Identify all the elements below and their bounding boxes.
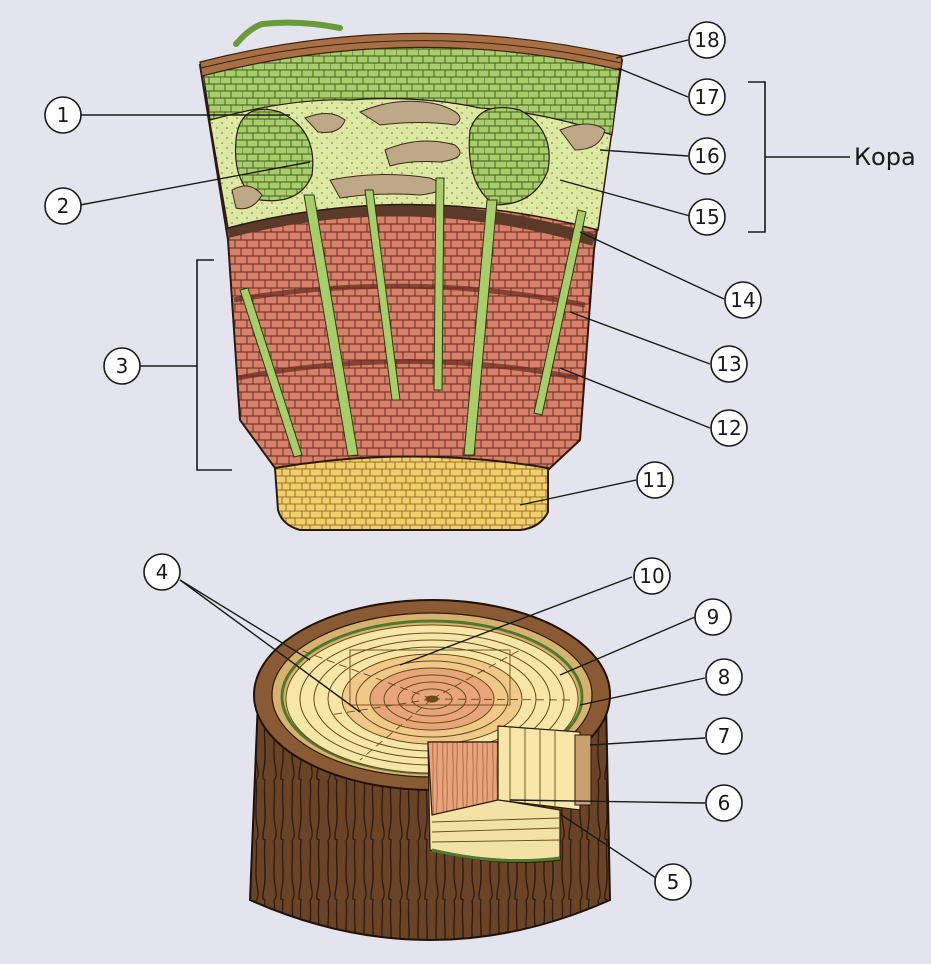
sclerenchyma-patch (329, 173, 444, 199)
cutaway-cambium (431, 848, 561, 863)
medullary-ray (239, 287, 303, 458)
xylem-bracket (140, 259, 232, 471)
svg-text:12: 12 (716, 416, 741, 440)
label-9: 9 (694, 598, 732, 636)
label-13: 13 (710, 345, 748, 383)
leader-lines (79, 39, 725, 879)
cutaway-bark-edge (574, 734, 592, 806)
cutaway-side (497, 725, 581, 811)
medullary-ray (303, 194, 359, 457)
top-cut-outline (349, 649, 511, 706)
stem-section (198, 19, 624, 531)
svg-text:17: 17 (694, 85, 719, 109)
sclerenchyma-patch (559, 123, 606, 151)
svg-text:8: 8 (718, 665, 731, 689)
sclerenchyma-patch (304, 113, 346, 133)
label-16: 16 (688, 137, 726, 175)
svg-text:6: 6 (718, 791, 731, 815)
cambium-band (226, 204, 596, 246)
svg-text:4: 4 (156, 560, 169, 584)
svg-text:18: 18 (694, 28, 719, 52)
label-14: 14 (724, 281, 762, 319)
label-17: 17 (688, 78, 726, 116)
label-8: 8 (705, 658, 743, 696)
label-5: 5 (654, 863, 692, 901)
svg-text:7: 7 (718, 724, 731, 748)
label-3: 3 (103, 347, 141, 385)
bark-bracket (748, 81, 850, 233)
sclerenchyma-patch (384, 140, 461, 167)
label-15: 15 (688, 198, 726, 236)
label-6: 6 (705, 784, 743, 822)
pith-region (273, 455, 549, 531)
svg-text:1: 1 (57, 103, 70, 127)
svg-text:11: 11 (642, 468, 667, 492)
sclerenchyma-patch (231, 185, 263, 210)
svg-text:13: 13 (716, 352, 741, 376)
cork-line (200, 40, 622, 69)
svg-text:9: 9 (707, 605, 720, 629)
svg-text:14: 14 (730, 288, 755, 312)
label-11: 11 (636, 461, 674, 499)
sclerenchyma-patch (358, 100, 461, 126)
epidermis-peel (233, 19, 343, 47)
label-10: 10 (633, 557, 671, 595)
medullary-rays (239, 177, 587, 458)
ray-bulb (468, 106, 550, 206)
medullary-ray (533, 209, 587, 416)
medullary-ray (433, 177, 445, 391)
label-1: 1 (44, 96, 82, 134)
medullary-ray (463, 199, 498, 456)
label-7: 7 (705, 717, 743, 755)
bark-label: Кора (854, 143, 916, 171)
number-labels: 1 2 3 4 5 6 7 8 9 10 11 12 13 14 15 16 1… (44, 21, 762, 901)
svg-text:2: 2 (57, 194, 70, 218)
medullary-ray (364, 189, 401, 401)
svg-text:5: 5 (667, 870, 680, 894)
top-rays (299, 649, 571, 761)
label-4: 4 (143, 553, 181, 591)
svg-text:10: 10 (639, 564, 664, 588)
svg-text:16: 16 (694, 144, 719, 168)
tree-stump (248, 599, 612, 941)
annual-ring-line (237, 359, 579, 381)
svg-text:15: 15 (694, 205, 719, 229)
svg-text:3: 3 (116, 354, 129, 378)
label-2: 2 (44, 187, 82, 225)
label-12: 12 (710, 409, 748, 447)
annual-ring-line (233, 283, 586, 308)
label-18: 18 (688, 21, 726, 59)
cutaway-rings (431, 727, 561, 843)
